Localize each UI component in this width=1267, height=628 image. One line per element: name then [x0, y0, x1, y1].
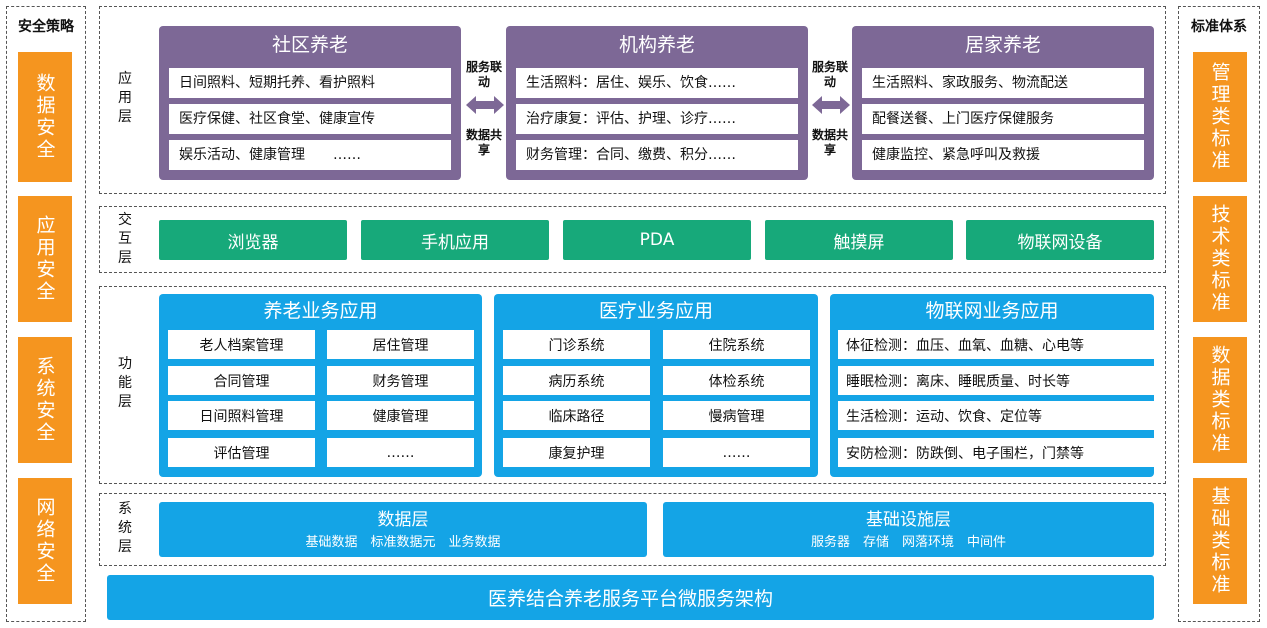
function-cell: 合同管理	[168, 366, 315, 395]
medical-business-panel: 医疗业务应用 门诊系统 住院系统 病历系统 体检系统 临床路径 慢病管理 康复护…	[494, 294, 818, 477]
function-cell: 康复护理	[503, 438, 650, 467]
service-link-label: 服务联动	[465, 60, 502, 89]
function-layer-label: 功能层	[118, 356, 132, 410]
elderly-business-panel: 养老业务应用 老人档案管理 居住管理 合同管理 财务管理 日间照料管理 健康管理…	[159, 294, 482, 477]
security-item-network: 网络安全	[18, 478, 72, 604]
function-cell: 评估管理	[168, 438, 315, 467]
function-cell: ……	[327, 438, 474, 467]
community-care-panel: 社区养老 日间照料、短期托养、看护照料 医疗保健、社区食堂、健康宣传 娱乐活动、…	[159, 26, 461, 180]
function-cell: 门诊系统	[503, 330, 650, 359]
iot-detection-row: 生活检测：运动、饮食、定位等	[838, 401, 1154, 430]
interaction-layer	[99, 206, 1166, 273]
service-link-label: 服务联动	[811, 60, 848, 89]
medical-business-title: 医疗业务应用	[598, 300, 713, 322]
touchscreen-item: 触摸屏	[765, 220, 953, 260]
security-column	[6, 6, 86, 622]
standards-title: 标准体系	[1191, 19, 1247, 35]
system-layer-label: 系统层	[118, 501, 132, 555]
elderly-business-title: 养老业务应用	[263, 300, 378, 322]
mobile-app-item: 手机应用	[361, 220, 549, 260]
function-cell: 健康管理	[327, 401, 474, 430]
interaction-layer-label: 交互层	[118, 212, 132, 266]
standards-item-technical: 技术类标准	[1193, 196, 1247, 322]
home-care-row: 健康监控、紧急呼叫及救援	[862, 140, 1144, 170]
standards-item-management: 管理类标准	[1193, 52, 1247, 182]
function-cell: 病历系统	[503, 366, 650, 395]
standards-item-data: 数据类标准	[1193, 337, 1247, 463]
double-arrow-icon	[466, 96, 504, 114]
infrastructure-layer-items: 服务器 存储 网落环境 中间件	[810, 535, 1006, 550]
institution-care-title: 机构养老	[618, 34, 695, 56]
function-cell: 体检系统	[663, 366, 810, 395]
function-cell: 住院系统	[663, 330, 810, 359]
application-layer	[99, 6, 1166, 194]
iot-detection-row: 安防检测：防跌倒、电子围栏，门禁等	[838, 438, 1154, 467]
data-layer-title: 数据层	[377, 510, 429, 530]
infrastructure-layer-title: 基础设施层	[866, 510, 951, 530]
browser-item: 浏览器	[159, 220, 347, 260]
iot-detection-row: 睡眠检测：离床、睡眠质量、时长等	[838, 366, 1154, 395]
double-arrow-icon	[812, 96, 850, 114]
data-layer-items: 基础数据 标准数据元 业务数据	[305, 535, 501, 550]
institution-care-row: 治疗康复：评估、护理、诊疗……	[516, 104, 798, 134]
standards-item-basic: 基础类标准	[1193, 478, 1247, 604]
security-title: 安全策略	[18, 19, 74, 35]
security-item-data: 数据安全	[18, 52, 72, 182]
platform-title-bar: 医养结合养老服务平台微服务架构	[107, 575, 1154, 620]
application-layer-label: 应用层	[118, 71, 132, 125]
system-layer	[99, 493, 1166, 566]
data-layer-panel: 数据层 基础数据 标准数据元 业务数据	[159, 502, 647, 557]
function-cell: 财务管理	[327, 366, 474, 395]
standards-column	[1178, 6, 1260, 622]
community-care-row: 娱乐活动、健康管理 ……	[169, 140, 451, 170]
function-cell: ……	[663, 438, 810, 467]
function-cell: 日间照料管理	[168, 401, 315, 430]
function-cell: 慢病管理	[663, 401, 810, 430]
security-item-application: 应用安全	[18, 196, 72, 322]
iot-business-title: 物联网业务应用	[925, 300, 1059, 322]
security-item-system: 系统安全	[18, 337, 72, 463]
community-care-row: 医疗保健、社区食堂、健康宣传	[169, 104, 451, 134]
institution-care-panel: 机构养老 生活照料：居住、娱乐、饮食…… 治疗康复：评估、护理、诊疗…… 财务管…	[506, 26, 808, 180]
home-care-row: 生活照料、家政服务、物流配送	[862, 68, 1144, 98]
function-cell: 临床路径	[503, 401, 650, 430]
pda-item: PDA	[563, 220, 751, 260]
iot-business-panel: 物联网业务应用 体征检测：血压、血氧、血糖、心电等 睡眠检测：离床、睡眠质量、时…	[830, 294, 1154, 477]
community-care-title: 社区养老	[271, 34, 348, 56]
institution-care-row: 财务管理：合同、缴费、积分……	[516, 140, 798, 170]
institution-care-row: 生活照料：居住、娱乐、饮食……	[516, 68, 798, 98]
function-cell: 老人档案管理	[168, 330, 315, 359]
home-care-row: 配餐送餐、上门医疗保健服务	[862, 104, 1144, 134]
iot-device-item: 物联网设备	[966, 220, 1154, 260]
data-share-label: 数据共享	[811, 128, 848, 157]
infrastructure-layer-panel: 基础设施层 服务器 存储 网落环境 中间件	[663, 502, 1154, 557]
function-cell: 居住管理	[327, 330, 474, 359]
home-care-title: 居家养老	[964, 34, 1041, 56]
iot-detection-row: 体征检测：血压、血氧、血糖、心电等	[838, 330, 1154, 359]
community-care-row: 日间照料、短期托养、看护照料	[169, 68, 451, 98]
function-layer	[99, 286, 1166, 484]
home-care-panel: 居家养老 生活照料、家政服务、物流配送 配餐送餐、上门医疗保健服务 健康监控、紧…	[852, 26, 1154, 180]
data-share-label: 数据共享	[465, 128, 502, 157]
